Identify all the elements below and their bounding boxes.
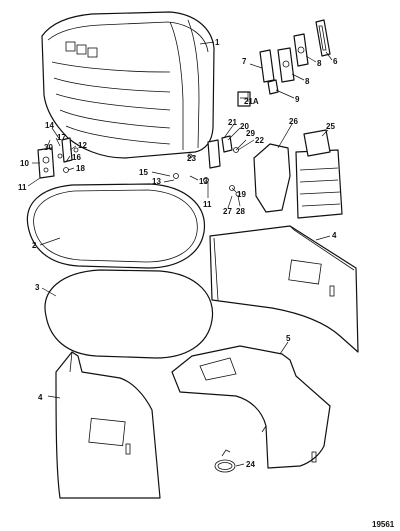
callout-4-lower: 4 <box>38 393 43 402</box>
callout-10: 10 <box>20 159 29 168</box>
callout-4-upper: 4 <box>332 231 337 240</box>
plate-8-lower <box>277 47 295 83</box>
plate-6 <box>315 19 331 57</box>
callout-13-right: 13 <box>199 177 208 186</box>
cowl-seal <box>26 183 206 269</box>
plate-7 <box>259 49 275 83</box>
callout-29: 29 <box>246 129 255 138</box>
callout-5: 5 <box>286 334 291 343</box>
callout-11-left: 11 <box>18 183 27 192</box>
lower-cover <box>171 345 331 469</box>
callout-14: 14 <box>45 121 54 130</box>
callout-9: 9 <box>295 95 300 104</box>
latch-assembly <box>37 137 79 179</box>
callout-17: 17 <box>57 133 66 142</box>
callout-27: 27 <box>223 207 232 216</box>
top-cowl <box>41 11 215 159</box>
callout-20: 20 <box>240 122 249 131</box>
callout-21: 21 <box>228 118 237 127</box>
callout-25: 25 <box>326 122 335 131</box>
callout-7: 7 <box>242 57 247 66</box>
plate-8-upper <box>293 33 309 67</box>
callout-30: 30 <box>44 143 53 152</box>
callout-8-upper: 8 <box>317 59 322 68</box>
callout-28: 28 <box>236 207 245 216</box>
clip-21a <box>237 91 251 107</box>
callout-18: 18 <box>76 164 85 173</box>
bracket-26 <box>253 143 291 213</box>
callout-6: 6 <box>333 57 338 66</box>
side-panel-upper <box>209 225 359 353</box>
callout-1: 1 <box>215 38 220 47</box>
callout-13-left: 13 <box>152 177 161 186</box>
callout-26: 26 <box>289 117 298 126</box>
plate-9 <box>267 79 279 95</box>
filter-silencer <box>295 129 343 219</box>
callout-8-lower: 8 <box>305 77 310 86</box>
wire-harness-part <box>214 449 236 473</box>
gasket-plate <box>44 269 214 359</box>
side-panel-lower <box>55 351 161 499</box>
callout-11-right: 11 <box>203 200 212 209</box>
callout-22: 22 <box>255 136 264 145</box>
figure-number: 19561 <box>372 520 395 529</box>
callout-19: 19 <box>237 190 246 199</box>
callout-23: 23 <box>187 154 196 163</box>
callout-3: 3 <box>35 283 40 292</box>
callout-12: 12 <box>78 141 87 150</box>
callout-labels: 1 2 3 4 4 5 6 7 8 8 9 10 11 11 12 13 13 … <box>18 38 338 469</box>
leader-lines <box>27 41 333 467</box>
callout-24: 24 <box>246 460 255 469</box>
callout-16: 16 <box>72 153 81 162</box>
callout-15: 15 <box>139 168 148 177</box>
callout-2: 2 <box>32 241 37 250</box>
callout-21a: 21A <box>244 97 259 106</box>
